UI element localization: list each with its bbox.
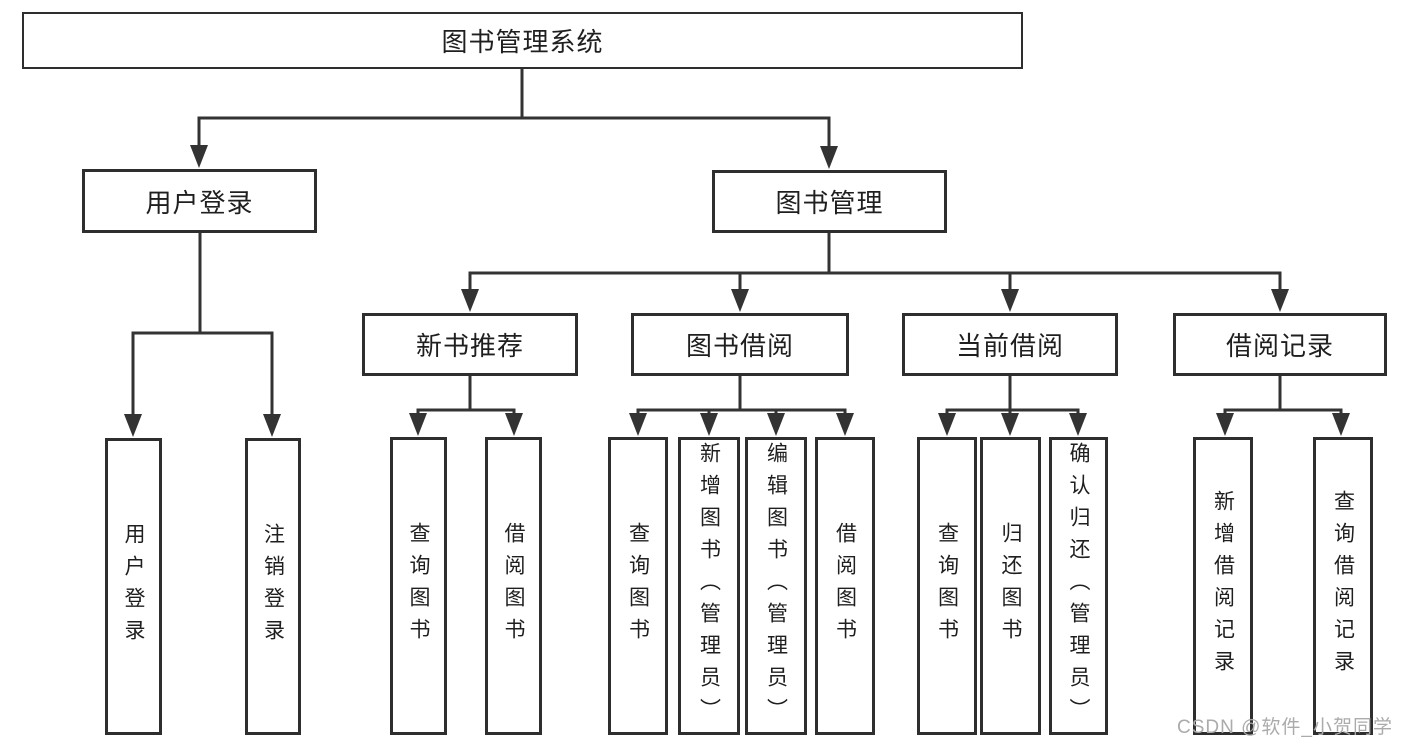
leaf-query-books-borrowing: 查询图书 [608,437,668,735]
leaf-confirm-return-admin: 确认归还（管理员） [1049,437,1108,735]
node-book-management: 图书管理 [712,170,947,233]
node-book-borrowing-label: 图书借阅 [685,331,794,361]
leaf-query-books-current: 查询图书 [917,437,977,735]
leaf-borrow-books-borrowing-label: 借阅图书 [833,522,857,650]
leaf-add-book-admin-label: 新增图书（管理员） [697,442,721,730]
leaf-user-login-label: 用户登录 [122,522,145,651]
node-root: 图书管理系统 [22,12,1023,69]
leaf-borrow-books-borrowing: 借阅图书 [815,437,875,735]
node-user-login-label: 用户登录 [145,187,254,218]
leaf-query-books-recommend-label: 查询图书 [407,522,430,650]
leaf-query-books-current-label: 查询图书 [935,522,959,650]
leaf-confirm-return-admin-label: 确认归还（管理员） [1067,442,1090,730]
node-current-borrowing-label: 当前借阅 [955,331,1064,361]
node-root-label: 图书管理系统 [441,27,604,57]
leaf-borrow-books-recommend-label: 借阅图书 [502,522,525,650]
node-book-borrowing: 图书借阅 [631,313,849,376]
node-book-management-label: 图书管理 [775,188,884,218]
leaf-query-borrow-record: 查询借阅记录 [1313,437,1373,735]
node-user-login: 用户登录 [82,169,317,233]
leaf-return-book-label: 归还图书 [999,522,1022,650]
leaf-add-borrow-record: 新增借阅记录 [1193,437,1253,735]
leaf-logout: 注销登录 [245,438,301,735]
leaf-edit-book-admin-label: 编辑图书（管理员） [764,442,788,730]
node-new-book-recommend: 新书推荐 [362,313,578,376]
leaf-query-borrow-record-label: 查询借阅记录 [1331,490,1355,682]
node-current-borrowing: 当前借阅 [902,313,1118,376]
leaf-return-book: 归还图书 [980,437,1041,735]
leaf-add-book-admin: 新增图书（管理员） [678,437,740,735]
node-borrowing-records-label: 借阅记录 [1225,331,1334,361]
node-borrowing-records: 借阅记录 [1173,313,1387,376]
leaf-edit-book-admin: 编辑图书（管理员） [745,437,807,735]
node-new-book-recommend-label: 新书推荐 [415,331,524,361]
leaf-logout-label: 注销登录 [261,522,285,651]
leaf-query-books-borrowing-label: 查询图书 [626,522,650,650]
leaf-add-borrow-record-label: 新增借阅记录 [1211,490,1235,682]
leaf-user-login: 用户登录 [105,438,162,735]
watermark: CSDN @软件_小贺同学 [1177,717,1393,738]
leaf-borrow-books-recommend: 借阅图书 [485,437,542,735]
leaf-query-books-recommend: 查询图书 [390,437,447,735]
